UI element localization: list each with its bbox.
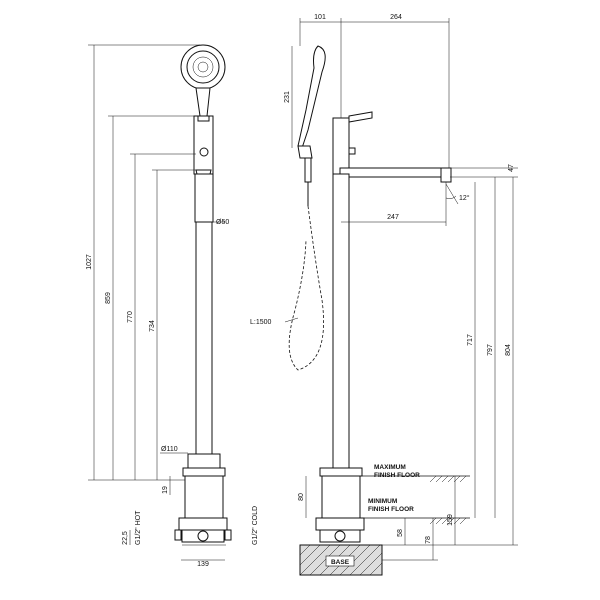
base-plate <box>178 517 228 531</box>
handshower-spray-ring <box>192 56 214 78</box>
leader-hose <box>284 317 299 323</box>
column-side <box>332 173 350 469</box>
dim-734: 734 <box>149 320 156 332</box>
handshower-holder-side <box>297 145 313 159</box>
mixer-body <box>193 115 214 175</box>
dim-797: 797 <box>487 344 494 356</box>
dim-264: 264 <box>390 14 402 21</box>
dim-base-diameter: Ø110 <box>161 446 178 453</box>
label-base: BASE <box>331 559 350 566</box>
front-view: 1027 859 770 734 Ø50 Ø110 19 22,5 G1/2" … <box>86 44 259 568</box>
dim-231: 231 <box>284 91 291 103</box>
mixer-lever-knob <box>199 147 209 157</box>
dim-717: 717 <box>467 334 474 346</box>
dim-770: 770 <box>127 311 134 323</box>
lever-pin <box>348 147 356 155</box>
label-max-floor-2: FINISH FLOOR <box>374 472 420 479</box>
holder-cap <box>197 115 210 122</box>
label-max-floor-1: MAXIMUM <box>374 464 406 471</box>
base-outlet-side <box>334 530 346 542</box>
label-hot: G1/2" HOT <box>135 510 142 545</box>
dim-101: 101 <box>314 14 326 21</box>
label-min-floor-1: MINIMUM <box>368 498 397 505</box>
dim-159: 159 <box>447 514 454 526</box>
hose-dashed <box>288 205 324 371</box>
dim-pipe-diameter: Ø50 <box>216 219 229 226</box>
dim-1027: 1027 <box>86 254 93 270</box>
side-view: BASE MAXIMUM FINISH FLOOR MINIMUM FINISH… <box>250 14 518 576</box>
base-hatch <box>299 544 383 576</box>
lever-handle <box>348 111 373 123</box>
handshower-side <box>297 45 326 149</box>
handshower-neck <box>195 87 211 117</box>
cold-connector <box>224 529 232 541</box>
hot-connector <box>174 529 182 541</box>
handshower-spray-center <box>197 61 209 73</box>
base-shroud <box>184 475 224 519</box>
base-plate-side <box>315 517 365 531</box>
dim-80: 80 <box>298 493 305 501</box>
hose-connector <box>304 157 312 183</box>
spout-arm <box>339 167 451 178</box>
flange-side <box>319 467 363 477</box>
dim-47: 47 <box>508 164 515 172</box>
label-min-floor-2: FINISH FLOOR <box>368 506 414 513</box>
spout-tip <box>440 167 452 183</box>
dim-804: 804 <box>505 344 512 356</box>
dim-859: 859 <box>105 292 112 304</box>
dim-58: 58 <box>397 529 404 537</box>
base-outlet <box>197 530 209 542</box>
dim-hose-length: L:1500 <box>250 319 272 326</box>
dim-angle: 12° <box>459 194 470 202</box>
angle-line <box>445 183 459 205</box>
dim-19: 19 <box>162 486 169 494</box>
dim-247: 247 <box>387 214 399 221</box>
flange-rim <box>182 467 226 477</box>
base-shroud-side <box>321 475 361 519</box>
dim-78: 78 <box>425 536 432 544</box>
column-upper <box>194 173 214 223</box>
handshower-head-inner <box>186 50 220 84</box>
column-pipe <box>195 221 213 455</box>
max-floor-hatch <box>429 475 467 483</box>
label-cold: G1/2" COLD <box>252 506 259 545</box>
base-label-box <box>325 555 355 567</box>
dim-22-5: 22,5 <box>122 531 129 545</box>
angle-arc <box>445 195 457 199</box>
mixer-body-side <box>332 117 350 175</box>
dim-139: 139 <box>197 561 209 568</box>
